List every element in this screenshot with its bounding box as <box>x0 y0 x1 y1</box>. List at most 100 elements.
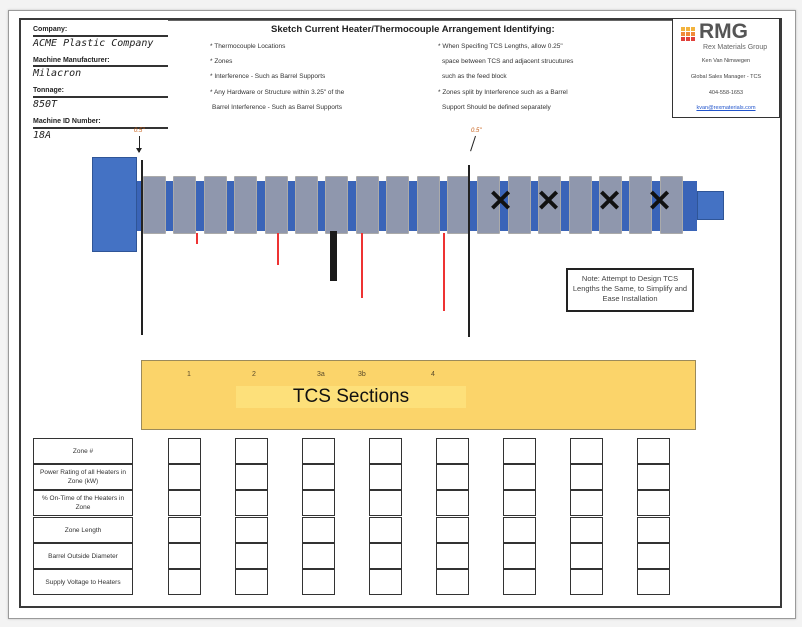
table-cell[interactable] <box>302 517 335 543</box>
table-cell[interactable] <box>436 438 469 464</box>
form-border <box>19 18 782 608</box>
table-cell[interactable] <box>637 543 670 569</box>
table-cell[interactable] <box>570 569 603 595</box>
table-cell[interactable] <box>436 517 469 543</box>
heater-segment <box>203 176 227 234</box>
row-label-barrel-od: Barrel Outside Diameter <box>33 543 133 569</box>
table-cell[interactable] <box>235 543 268 569</box>
table-cell[interactable] <box>168 490 201 516</box>
dimension-label-right: 0.5" <box>471 128 482 134</box>
table-cell[interactable] <box>369 543 402 569</box>
table-cell[interactable] <box>637 517 670 543</box>
company-name: Rex Materials Group <box>703 44 768 51</box>
tonnage-label: Tonnage: <box>33 87 64 94</box>
table-cell[interactable] <box>637 490 670 516</box>
table-cell[interactable] <box>369 490 402 516</box>
section-label: 3a <box>317 371 325 378</box>
table-cell[interactable] <box>235 464 268 490</box>
heater-segment <box>325 176 349 234</box>
table-cell[interactable] <box>637 569 670 595</box>
heater-segment <box>264 176 288 234</box>
table-cell[interactable] <box>302 543 335 569</box>
x-mark-icon: ✕ <box>597 185 623 218</box>
heater-segment <box>568 176 592 234</box>
table-cell[interactable] <box>168 464 201 490</box>
contact-phone: 404-558-1653 <box>708 90 744 96</box>
heater-segment <box>173 176 197 234</box>
thermocouple-4 <box>443 233 445 311</box>
table-cell[interactable] <box>436 543 469 569</box>
feed-block <box>92 157 137 252</box>
company-value[interactable]: ACME Plastic Company <box>33 38 154 49</box>
divider <box>33 96 168 98</box>
table-cell[interactable] <box>436 569 469 595</box>
row-label-supply-voltage: Supply Voltage to Heaters <box>33 569 133 595</box>
table-cell[interactable] <box>436 464 469 490</box>
table-cell[interactable] <box>168 517 201 543</box>
manufacturer-label: Machine Manufacturer: <box>33 57 110 64</box>
table-cell[interactable] <box>168 438 201 464</box>
table-cell[interactable] <box>302 490 335 516</box>
section-label: 4 <box>431 371 435 378</box>
table-cell[interactable] <box>235 490 268 516</box>
table-cell[interactable] <box>503 569 536 595</box>
instruction-item: Support Should be defined separately <box>442 104 551 111</box>
row-label-on-time: % On-Time of the Heaters in Zone <box>33 490 133 516</box>
table-cell[interactable] <box>436 490 469 516</box>
table-cell[interactable] <box>302 464 335 490</box>
instruction-item: * Zones split by Interference such as a … <box>438 89 568 96</box>
tonnage-value[interactable]: 850T <box>33 99 58 110</box>
instruction-item: space between TCS and adjacent strucutur… <box>442 58 574 65</box>
table-cell[interactable] <box>235 438 268 464</box>
table-cell[interactable] <box>503 490 536 516</box>
arrow-head-icon <box>136 148 142 153</box>
row-label-zone-length: Zone Length <box>33 517 133 543</box>
heater-segment <box>507 176 531 234</box>
table-cell[interactable] <box>570 438 603 464</box>
table-cell[interactable] <box>369 464 402 490</box>
table-cell[interactable] <box>235 569 268 595</box>
instruction-item: Barrel Interference - Such as Barrel Sup… <box>212 104 343 111</box>
barrel-nozzle <box>697 191 724 220</box>
rmg-logo-icon <box>681 27 697 43</box>
instruction-item: * When Specifing TCS Lengths, allow 0.25… <box>438 43 563 50</box>
table-cell[interactable] <box>503 438 536 464</box>
contact-card: RMG Rex Materials Group Ken Van Nimwegen… <box>672 18 780 118</box>
section-label: 3b <box>358 371 366 378</box>
rmg-logo-text: RMG <box>699 20 748 43</box>
table-cell[interactable] <box>369 569 402 595</box>
table-cell[interactable] <box>570 517 603 543</box>
instruction-item: * Thermocouple Locations <box>210 43 286 50</box>
machine-id-label: Machine ID Number: <box>33 118 101 125</box>
heater-segment <box>143 176 166 234</box>
table-cell[interactable] <box>637 438 670 464</box>
thermocouple-2 <box>277 233 279 265</box>
heater-segment <box>538 176 562 234</box>
table-cell[interactable] <box>302 438 335 464</box>
thermocouple-3 <box>361 233 363 298</box>
heater-segment <box>599 176 622 234</box>
heater-segment <box>659 176 683 234</box>
table-cell[interactable] <box>503 464 536 490</box>
machine-id-value[interactable]: 18A <box>33 130 52 141</box>
table-cell[interactable] <box>168 569 201 595</box>
table-cell[interactable] <box>302 569 335 595</box>
company-label: Company: <box>33 26 68 33</box>
boundary-line-right <box>468 165 470 337</box>
contact-email-link[interactable]: kvan@rexmaterials.com <box>696 105 756 111</box>
table-cell[interactable] <box>369 517 402 543</box>
x-mark-icon: ✕ <box>647 185 673 218</box>
manufacturer-value[interactable]: Milacron <box>33 68 82 79</box>
table-cell[interactable] <box>570 490 603 516</box>
table-cell[interactable] <box>503 543 536 569</box>
table-cell[interactable] <box>637 464 670 490</box>
table-cell[interactable] <box>168 543 201 569</box>
barrel-support <box>330 231 337 281</box>
heater-segment <box>386 176 410 234</box>
table-cell[interactable] <box>369 438 402 464</box>
table-cell[interactable] <box>235 517 268 543</box>
table-cell[interactable] <box>570 464 603 490</box>
table-cell[interactable] <box>503 517 536 543</box>
table-cell[interactable] <box>570 543 603 569</box>
dimension-label-left: 0.5" <box>134 128 145 134</box>
